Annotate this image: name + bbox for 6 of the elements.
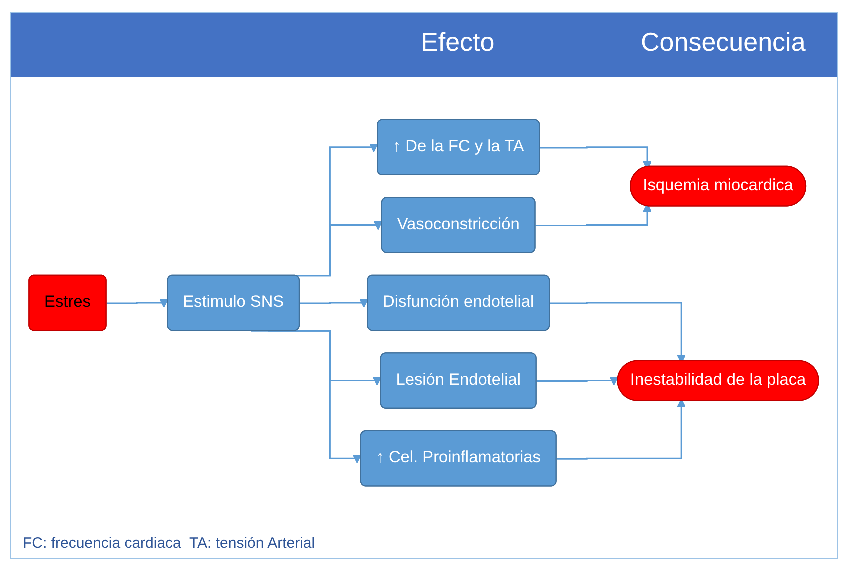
arrow: [300, 298, 369, 308]
footnote: FC: frecuencia cardiaca TA: tensión Arterial: [23, 535, 316, 552]
arrow: [536, 376, 619, 386]
column-heading: Consecuencia: [641, 27, 806, 58]
column-heading: Efecto: [421, 27, 495, 58]
arrow: [106, 298, 169, 308]
